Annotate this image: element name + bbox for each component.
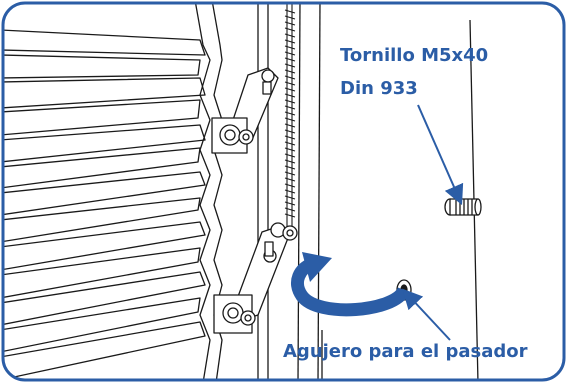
hole-label: Agujero para el pasador xyxy=(283,341,528,362)
lower-link-arm xyxy=(213,222,298,334)
hole-pointer-arrow xyxy=(402,288,451,341)
screw-pointer-arrow xyxy=(417,104,464,206)
upper-link-arm xyxy=(211,67,279,154)
curved-arrow-icon xyxy=(291,252,411,317)
screw-label-line2: Din 933 xyxy=(340,78,418,99)
spring xyxy=(284,3,296,230)
screw xyxy=(444,198,482,216)
screw-label-line1: Tornillo M5x40 xyxy=(340,45,489,66)
figure-border xyxy=(1,1,566,382)
shutter-slats xyxy=(3,29,206,380)
